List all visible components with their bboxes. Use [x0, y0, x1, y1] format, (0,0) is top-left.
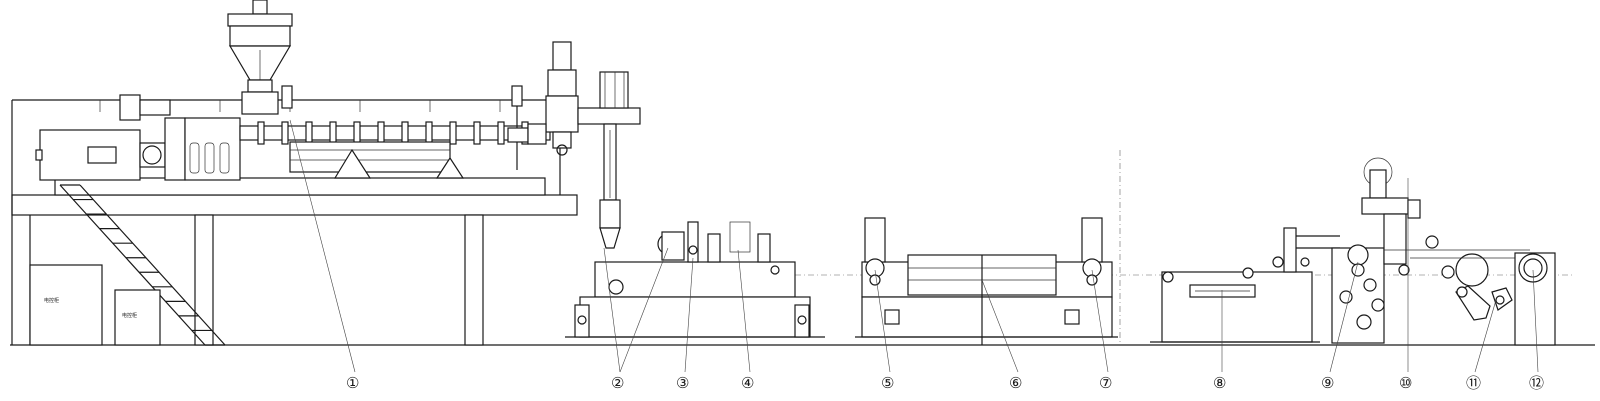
die-calender-stand: [565, 221, 825, 338]
feed-hopper: [227, 0, 293, 115]
callout-6: ⑥: [1009, 374, 1022, 392]
electrical-cabinet-2: 电控柜: [114, 289, 161, 346]
callout-10: ⑩: [1399, 374, 1412, 392]
gearbox: [119, 94, 241, 181]
callout-12: ⑫: [1529, 374, 1544, 392]
callout-labels: ① ② ③ ④ ⑤ ⑥ ⑦ ⑧ ⑨ ⑩ ⑪ ⑫: [346, 374, 1544, 392]
callout-11: ⑪: [1466, 374, 1481, 392]
melt-pipe: [599, 123, 621, 249]
callout-7: ⑦: [1099, 374, 1112, 392]
melt-pump: [507, 41, 641, 156]
extruder-platform: [11, 99, 578, 346]
electrical-cabinet-1: 电控柜: [29, 264, 103, 346]
callout-8: ⑧: [1213, 374, 1226, 392]
callout-1: ①: [346, 374, 359, 392]
callout-9: ⑨: [1321, 374, 1334, 392]
callout-2: ②: [611, 374, 624, 392]
callout-4: ④: [741, 374, 754, 392]
drive-motor: [35, 117, 186, 181]
access-staircase: [59, 184, 226, 346]
cooling-bracket-stand: [855, 217, 1118, 345]
traction-unit: [1150, 227, 1385, 344]
cabinet-label-1: 电控柜: [44, 297, 59, 304]
callout-5: ⑤: [881, 374, 894, 392]
cabinet-label-2: 电控柜: [122, 312, 137, 319]
leader-lines: [289, 119, 1539, 373]
callout-3: ③: [676, 374, 689, 392]
winding-unit: [1361, 157, 1556, 346]
